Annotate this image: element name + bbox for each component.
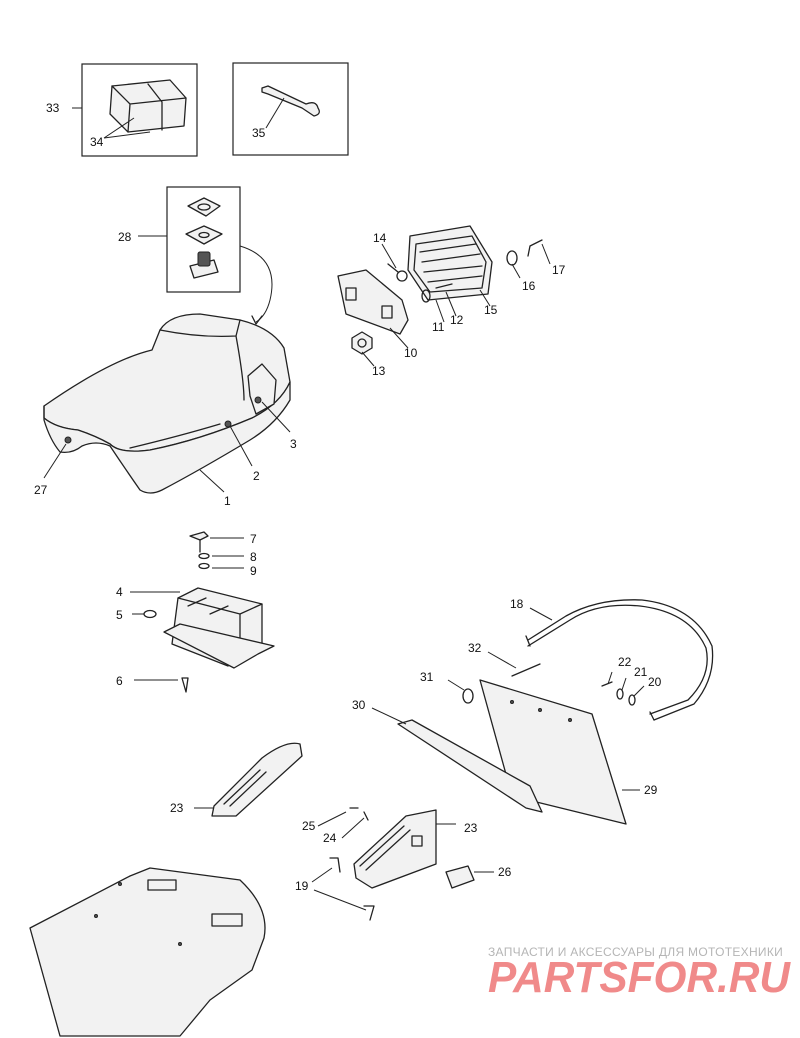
side-trim-left bbox=[211, 742, 303, 817]
callout-20: 20 bbox=[648, 675, 662, 689]
inset-box-wrench bbox=[232, 62, 349, 156]
callout-17: 17 bbox=[552, 263, 566, 277]
callout-5: 5 bbox=[116, 608, 123, 622]
callout-24: 24 bbox=[323, 831, 337, 845]
watermark-logo: PARTSFOR.RU bbox=[488, 953, 791, 1002]
storage-box-assembly bbox=[130, 531, 275, 693]
callout-19: 19 bbox=[295, 879, 309, 893]
callout-27: 27 bbox=[34, 483, 48, 497]
callout-10: 10 bbox=[404, 346, 418, 360]
inset-box-seat-cover bbox=[72, 63, 198, 157]
callout-21: 21 bbox=[634, 665, 648, 679]
callout-13: 13 bbox=[372, 364, 386, 378]
callout-14: 14 bbox=[373, 231, 387, 245]
callout-28: 28 bbox=[118, 230, 132, 244]
callout-labels: 1 2 3 4 5 6 7 8 9 10 11 12 13 14 15 16 1… bbox=[34, 101, 662, 893]
callout-12: 12 bbox=[450, 313, 464, 327]
callout-18: 18 bbox=[510, 597, 524, 611]
callout-35: 35 bbox=[252, 126, 266, 140]
callout-23-left: 23 bbox=[170, 801, 184, 815]
callout-11: 11 bbox=[432, 320, 445, 334]
callout-30: 30 bbox=[352, 698, 366, 712]
callout-31: 31 bbox=[420, 670, 434, 684]
inset-box-latch bbox=[138, 186, 273, 325]
callout-6: 6 bbox=[116, 674, 123, 688]
taillight-assembly bbox=[337, 225, 551, 367]
callout-25: 25 bbox=[302, 819, 316, 833]
callout-9: 9 bbox=[250, 564, 257, 578]
callout-34: 34 bbox=[90, 135, 104, 149]
callout-22: 22 bbox=[618, 655, 632, 669]
callout-4: 4 bbox=[116, 585, 123, 599]
callout-15: 15 bbox=[484, 303, 498, 317]
side-trim-right bbox=[194, 807, 494, 921]
callout-8: 8 bbox=[250, 550, 257, 564]
callout-7: 7 bbox=[250, 532, 257, 546]
seat-assembly bbox=[43, 313, 291, 494]
watermark: ЗАПЧАСТИ И АКСЕССУАРЫ ДЛЯ МОТОТЕХНИКИ PA… bbox=[488, 945, 791, 1002]
callout-33: 33 bbox=[46, 101, 60, 115]
rear-handle-and-flap bbox=[371, 599, 714, 825]
hood-fragment bbox=[29, 867, 266, 1037]
callout-23-right: 23 bbox=[464, 821, 478, 835]
callout-16: 16 bbox=[522, 279, 536, 293]
watermark-tagline: ЗАПЧАСТИ И АКСЕССУАРЫ ДЛЯ МОТОТЕХНИКИ bbox=[488, 945, 783, 959]
callout-3: 3 bbox=[290, 437, 297, 451]
callout-2: 2 bbox=[253, 469, 260, 483]
callout-1: 1 bbox=[224, 494, 231, 508]
callout-26: 26 bbox=[498, 865, 512, 879]
callout-29: 29 bbox=[644, 783, 658, 797]
callout-32: 32 bbox=[468, 641, 482, 655]
